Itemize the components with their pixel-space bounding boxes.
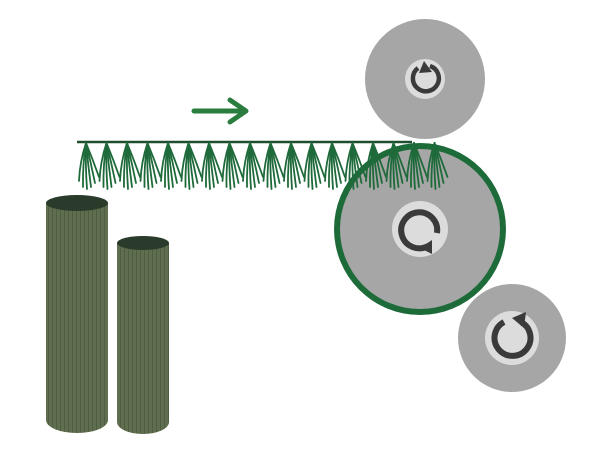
fiber-tuft	[344, 142, 367, 190]
fiber-tuft	[385, 142, 408, 190]
fiber-tuft	[119, 142, 141, 190]
fiber-tuft	[365, 142, 387, 190]
rotate-counterclockwise-icon	[491, 312, 534, 359]
fiber-tuft	[283, 142, 305, 190]
fiber-tuft	[242, 142, 264, 190]
fiber-tuft	[426, 142, 449, 190]
fiber-tuft	[180, 142, 203, 190]
fiber-tuft	[201, 142, 223, 190]
top-roller	[365, 19, 485, 139]
fiber-tuft	[262, 142, 285, 190]
fiber-bales	[46, 195, 169, 434]
fiber-tuft	[221, 142, 244, 190]
fiber-tufts	[78, 142, 449, 190]
right-arrow-icon	[191, 97, 249, 125]
fiber-tuft	[139, 142, 162, 190]
rotate-clockwise-icon	[410, 61, 442, 94]
fiber-tuft	[160, 142, 182, 190]
fiber-tuft	[406, 142, 428, 190]
tall-bale	[46, 195, 108, 433]
short-bale	[117, 236, 169, 434]
fiber-tuft	[303, 142, 326, 190]
bottom-roller	[458, 284, 566, 392]
fiber-tuft	[324, 142, 346, 190]
rotate-clockwise-icon	[398, 209, 441, 254]
fiber-tuft	[78, 142, 100, 190]
fiber-tuft	[98, 142, 121, 190]
